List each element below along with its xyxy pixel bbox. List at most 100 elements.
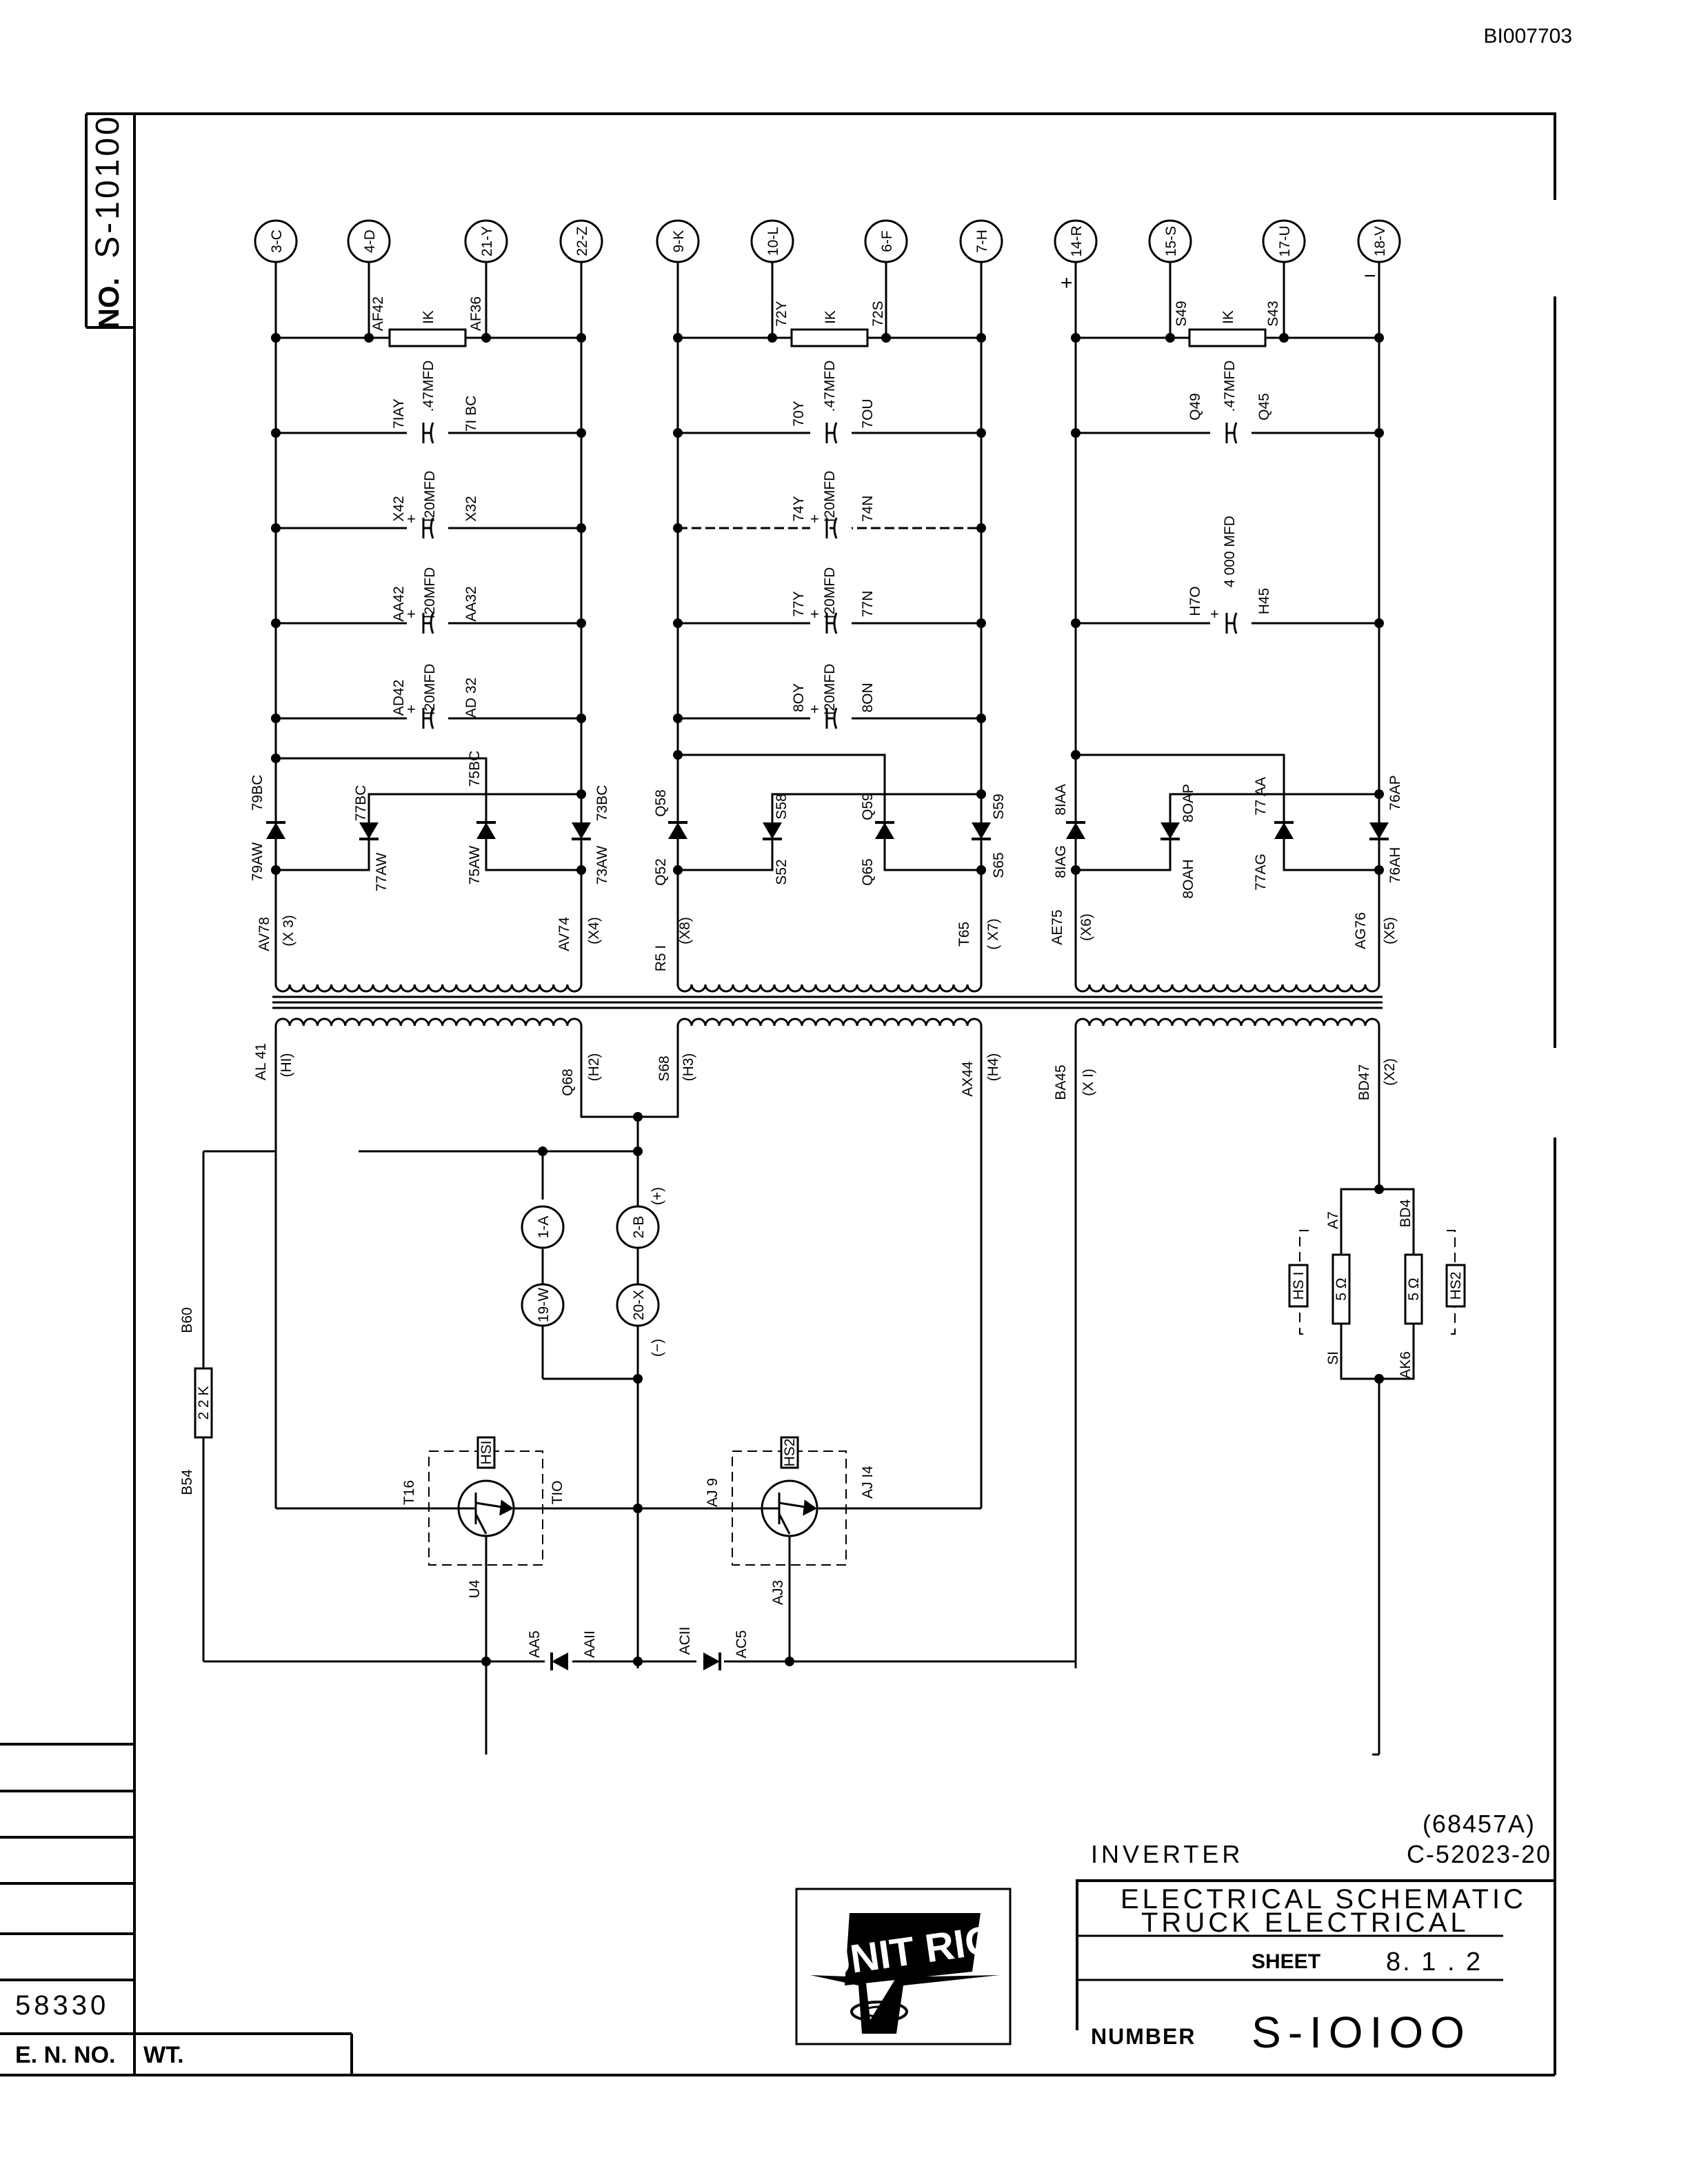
diode [702, 1651, 721, 1672]
svg-text:19-W: 19-W [536, 1288, 552, 1322]
wire-label: AJ 9 [705, 1478, 721, 1507]
wire-label: .47MFD [421, 361, 436, 412]
wire-label: Q68 [560, 1069, 576, 1096]
title-line-2: TRUCK ELECTRICAL [1141, 1908, 1469, 1938]
wire-label: (X4) [586, 917, 602, 944]
hs2-tag [780, 1436, 799, 1469]
junction-dot [673, 865, 683, 875]
svg-text:IK: IK [823, 310, 838, 324]
wire-label: (X I) [1081, 1069, 1096, 1096]
transistor-q1 [455, 1479, 515, 1537]
wire-label: B60 [179, 1307, 195, 1333]
terminal-14-r: 14-R [1054, 219, 1098, 263]
svg-text:HS2: HS2 [1448, 1272, 1464, 1300]
wire-label: I20MFD [822, 567, 838, 619]
junction-dot [576, 618, 586, 628]
wire-label: 8OAH [1180, 859, 1196, 898]
junction-dot [673, 523, 683, 533]
svg-text:HS I: HS I [1291, 1272, 1307, 1300]
wire-label: BD4 [1398, 1199, 1414, 1227]
svg-text:5 Ω: 5 Ω [1334, 1277, 1349, 1300]
wire-label: (HI) [279, 1053, 294, 1078]
svg-text:21-Y: 21-Y [479, 226, 495, 256]
wire-label: 77Y [791, 591, 807, 616]
wire-label: AC5 [734, 1630, 750, 1659]
wire-label: 7I BC [463, 396, 479, 432]
junction-dot [767, 333, 777, 343]
junction-dot [1374, 1374, 1384, 1384]
junction-dot [271, 523, 281, 533]
cap-plus-mark: + [407, 510, 416, 527]
junction-dot [976, 523, 986, 533]
inverter-label: INVERTER [1091, 1840, 1243, 1868]
junction-dot [481, 333, 491, 343]
wire-label: H7O [1187, 586, 1203, 616]
svg-text:9-K: 9-K [671, 230, 687, 253]
wire-label: (X2) [1382, 1058, 1398, 1086]
wire-label: I20MFD [422, 567, 438, 619]
junction-dot [481, 1657, 491, 1666]
wire-label: X32 [463, 496, 479, 521]
wire-label: 77N [860, 591, 876, 618]
diode [475, 821, 497, 840]
wire-label: S68 [656, 1055, 672, 1081]
junction-dot [633, 1657, 643, 1666]
junction-dot [271, 714, 281, 723]
junction-dot [1165, 333, 1175, 343]
junction-dot [673, 333, 683, 343]
junction-dot [576, 333, 586, 343]
svg-text:15-S: 15-S [1163, 226, 1179, 256]
wire-label: AV74 [556, 917, 572, 951]
junction-dot [633, 1146, 643, 1156]
junction-dot [364, 333, 374, 343]
wire-label: 8OY [791, 683, 807, 712]
wire-label: Q58 [653, 789, 669, 817]
wire-label: Q45 [1256, 393, 1272, 421]
svg-text:2 2 K: 2 2 K [196, 1386, 212, 1419]
wire-label: 70Y [791, 401, 807, 426]
wire-label: (X8) [677, 917, 693, 944]
title-line-1: ELECTRICAL SCHEMATIC [1121, 1884, 1527, 1914]
wire-label: Q59 [860, 793, 876, 820]
wire-label: AA42 [391, 586, 407, 621]
svg-text:20-X: 20-X [631, 1290, 647, 1320]
wire-label: 8ON [860, 682, 876, 712]
junction-dot [1374, 789, 1384, 799]
junction-dot [271, 618, 281, 628]
junction-dot [271, 428, 281, 438]
wt-label: WT. [143, 2042, 184, 2068]
diode [1159, 821, 1181, 840]
wire-label: .47MFD [822, 361, 838, 412]
sheet-label: SHEET [1252, 1950, 1320, 1973]
diode [265, 821, 287, 840]
svg-text:IK: IK [1220, 310, 1236, 324]
terminal-4-d: 4-D [347, 219, 391, 263]
wire-label: S43 [1265, 301, 1281, 326]
wire-label: T16 [401, 1480, 417, 1505]
junction-dot [576, 865, 586, 875]
wire-label: AV78 [257, 917, 272, 951]
capacitors: +++++++ [407, 423, 1252, 729]
wire-label: R5 I [653, 945, 669, 972]
wire-label: AG76 [1353, 912, 1369, 949]
terminal-15-s: 15-S [1148, 219, 1192, 263]
wire-label: I20MFD [822, 664, 838, 716]
diode [1273, 821, 1295, 840]
wire-label: 79BC [250, 775, 265, 811]
wire-label: S65 [991, 852, 1007, 878]
junction-dot [673, 714, 683, 723]
plus-mark: + [1061, 272, 1073, 294]
en-value: 58330 [15, 1990, 109, 2021]
wire-label: (H3) [681, 1053, 696, 1082]
junction-dot [633, 1504, 643, 1513]
junction-dot [1374, 1184, 1384, 1194]
junction-dot [1071, 750, 1081, 760]
junction-dot [1374, 865, 1384, 875]
wire-label: 76AP [1387, 775, 1403, 810]
wire-label: AF42 [370, 296, 386, 331]
wire-label: 77 AA [1253, 777, 1269, 816]
svg-text:4-D: 4-D [362, 230, 378, 253]
svg-text:14-R: 14-R [1069, 225, 1085, 257]
diode [761, 821, 783, 840]
